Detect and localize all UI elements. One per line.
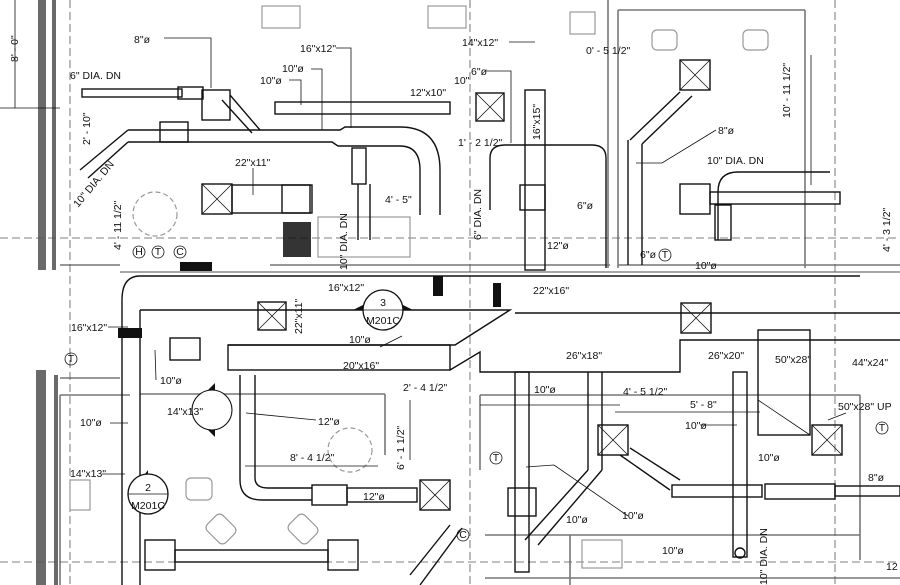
section-number: 2	[145, 482, 151, 494]
device-tag-text: H	[135, 246, 143, 258]
duct-size-label: 10"ø	[534, 384, 556, 396]
duct-size-label: 16"x12"	[300, 43, 336, 55]
dimension-label: 6' - 1 1/2"	[395, 425, 407, 470]
duct-size-label: 10"ø	[260, 75, 282, 87]
furniture	[69, 5, 769, 569]
section-sheet: M201C	[131, 500, 165, 512]
device-tag-text: C	[176, 246, 184, 258]
device-tag-text: T	[155, 246, 162, 258]
duct-size-label: 14"x13"	[70, 468, 106, 480]
duct-note-label: 6" DIA. DN	[472, 189, 484, 240]
ductwork	[79, 59, 900, 585]
dimension-label: 0' - 5 1/2"	[586, 45, 631, 57]
duct-size-label: 10"ø	[566, 514, 588, 526]
duct-size-label: 10"ø	[758, 452, 780, 464]
device-tag-text: T	[662, 249, 669, 261]
duct-size-label: 6"ø	[471, 66, 488, 78]
duct-size-label: 44"x24"	[852, 357, 888, 369]
duct-size-label: 16"x12"	[328, 282, 364, 294]
duct-note-label: 50"x28" UP	[838, 401, 892, 413]
duct-size-label: 26"x20"	[708, 350, 744, 362]
device-tag-text: T	[879, 422, 886, 434]
section-sheet: M201C	[366, 315, 400, 327]
co2-sensor-tag: C	[456, 528, 470, 542]
duct-note-label: 6" DIA. DN	[70, 70, 121, 82]
dimension-label: 2' - 10"	[81, 112, 93, 145]
dimension-label: 4' - 11 1/2"	[112, 200, 124, 250]
grid-tag-label: 12	[886, 561, 898, 573]
duct-size-label: 26"x18"	[566, 350, 602, 362]
device-tag-text: T	[68, 353, 75, 365]
duct-size-label: 12"ø	[318, 416, 340, 428]
dimension-label: 1' - 2 1/2"	[458, 137, 503, 149]
duct-note-label: 10" DIA. DN	[758, 528, 770, 585]
duct-size-label: 10"ø	[282, 63, 304, 75]
duct-size-label: 10"ø	[695, 260, 717, 272]
duct-size-label: 8"ø	[868, 472, 885, 484]
duct-size-label: 8"ø	[718, 125, 735, 137]
device-tags: H T C T T T T C	[64, 245, 889, 542]
thermostat-tag: T	[875, 421, 889, 435]
dimension-label: 4' - 3 1/2"	[881, 207, 893, 252]
duct-size-label: 22"x11"	[235, 157, 271, 169]
duct-size-label: 12"ø	[547, 240, 569, 252]
section-marker-partial	[191, 383, 233, 437]
duct-size-label: 10"ø	[349, 334, 371, 346]
duct-note-label: 10" DIA. DN	[707, 155, 764, 167]
thermostat-tag: T	[64, 352, 78, 366]
leader-lines	[0, 0, 847, 517]
thermostat-tag: T	[658, 248, 672, 262]
duct-size-label: 6"ø	[640, 249, 657, 261]
duct-size-label: 6"ø	[577, 200, 594, 212]
duct-size-label: 10"ø	[662, 545, 684, 557]
duct-size-label: 10"ø	[160, 375, 182, 387]
co2-sensor-tag: C	[173, 245, 187, 259]
duct-size-label: 20"x16"	[343, 360, 379, 372]
duct-size-label: 10"ø	[80, 417, 102, 429]
humidistat-tag: H	[132, 245, 146, 259]
duct-size-label: 14"x12"	[462, 37, 498, 49]
dimension-label: 10' - 11 1/2"	[781, 63, 793, 118]
duct-size-label: 8"ø	[134, 34, 151, 46]
duct-size-label: 16"x12"	[71, 322, 107, 334]
duct-note-label: 10" DIA. DN	[71, 159, 117, 210]
section-marker-3[interactable]: 3 M201C	[353, 289, 413, 331]
dimension-label: 5' - 8"	[690, 399, 717, 411]
duct-size-label: 50"x28"	[775, 354, 811, 366]
dimension-label: 4' - 5 1/2"	[623, 386, 668, 398]
duct-size-label: 12"ø	[363, 491, 385, 503]
thermostat-tag: T	[489, 451, 503, 465]
duct-size-label: 12"x10"	[410, 87, 446, 99]
dimension-label: 2' - 4 1/2"	[403, 382, 448, 394]
device-tag-text: T	[493, 452, 500, 464]
section-number: 3	[380, 297, 386, 309]
duct-size-label: 22"x11"	[293, 298, 305, 334]
walls	[36, 0, 900, 585]
section-marker-2[interactable]: 2 M201C	[127, 470, 169, 515]
duct-note-label: 10" DIA. DN	[338, 213, 350, 270]
duct-size-label: 10"	[454, 75, 470, 87]
duct-size-label: 22"x16"	[533, 285, 569, 297]
thermostat-tag: T	[151, 245, 165, 259]
duct-size-label: 10"ø	[622, 510, 644, 522]
dimension-label: 4' - 5"	[385, 194, 412, 206]
device-tag-text: C	[459, 529, 467, 541]
dimension-label: 8' - 4 1/2"	[290, 452, 335, 464]
duct-size-label: 10"ø	[685, 420, 707, 432]
duct-size-label: 16"x15"	[531, 104, 543, 140]
duct-size-label: 14"x13"	[167, 406, 203, 418]
